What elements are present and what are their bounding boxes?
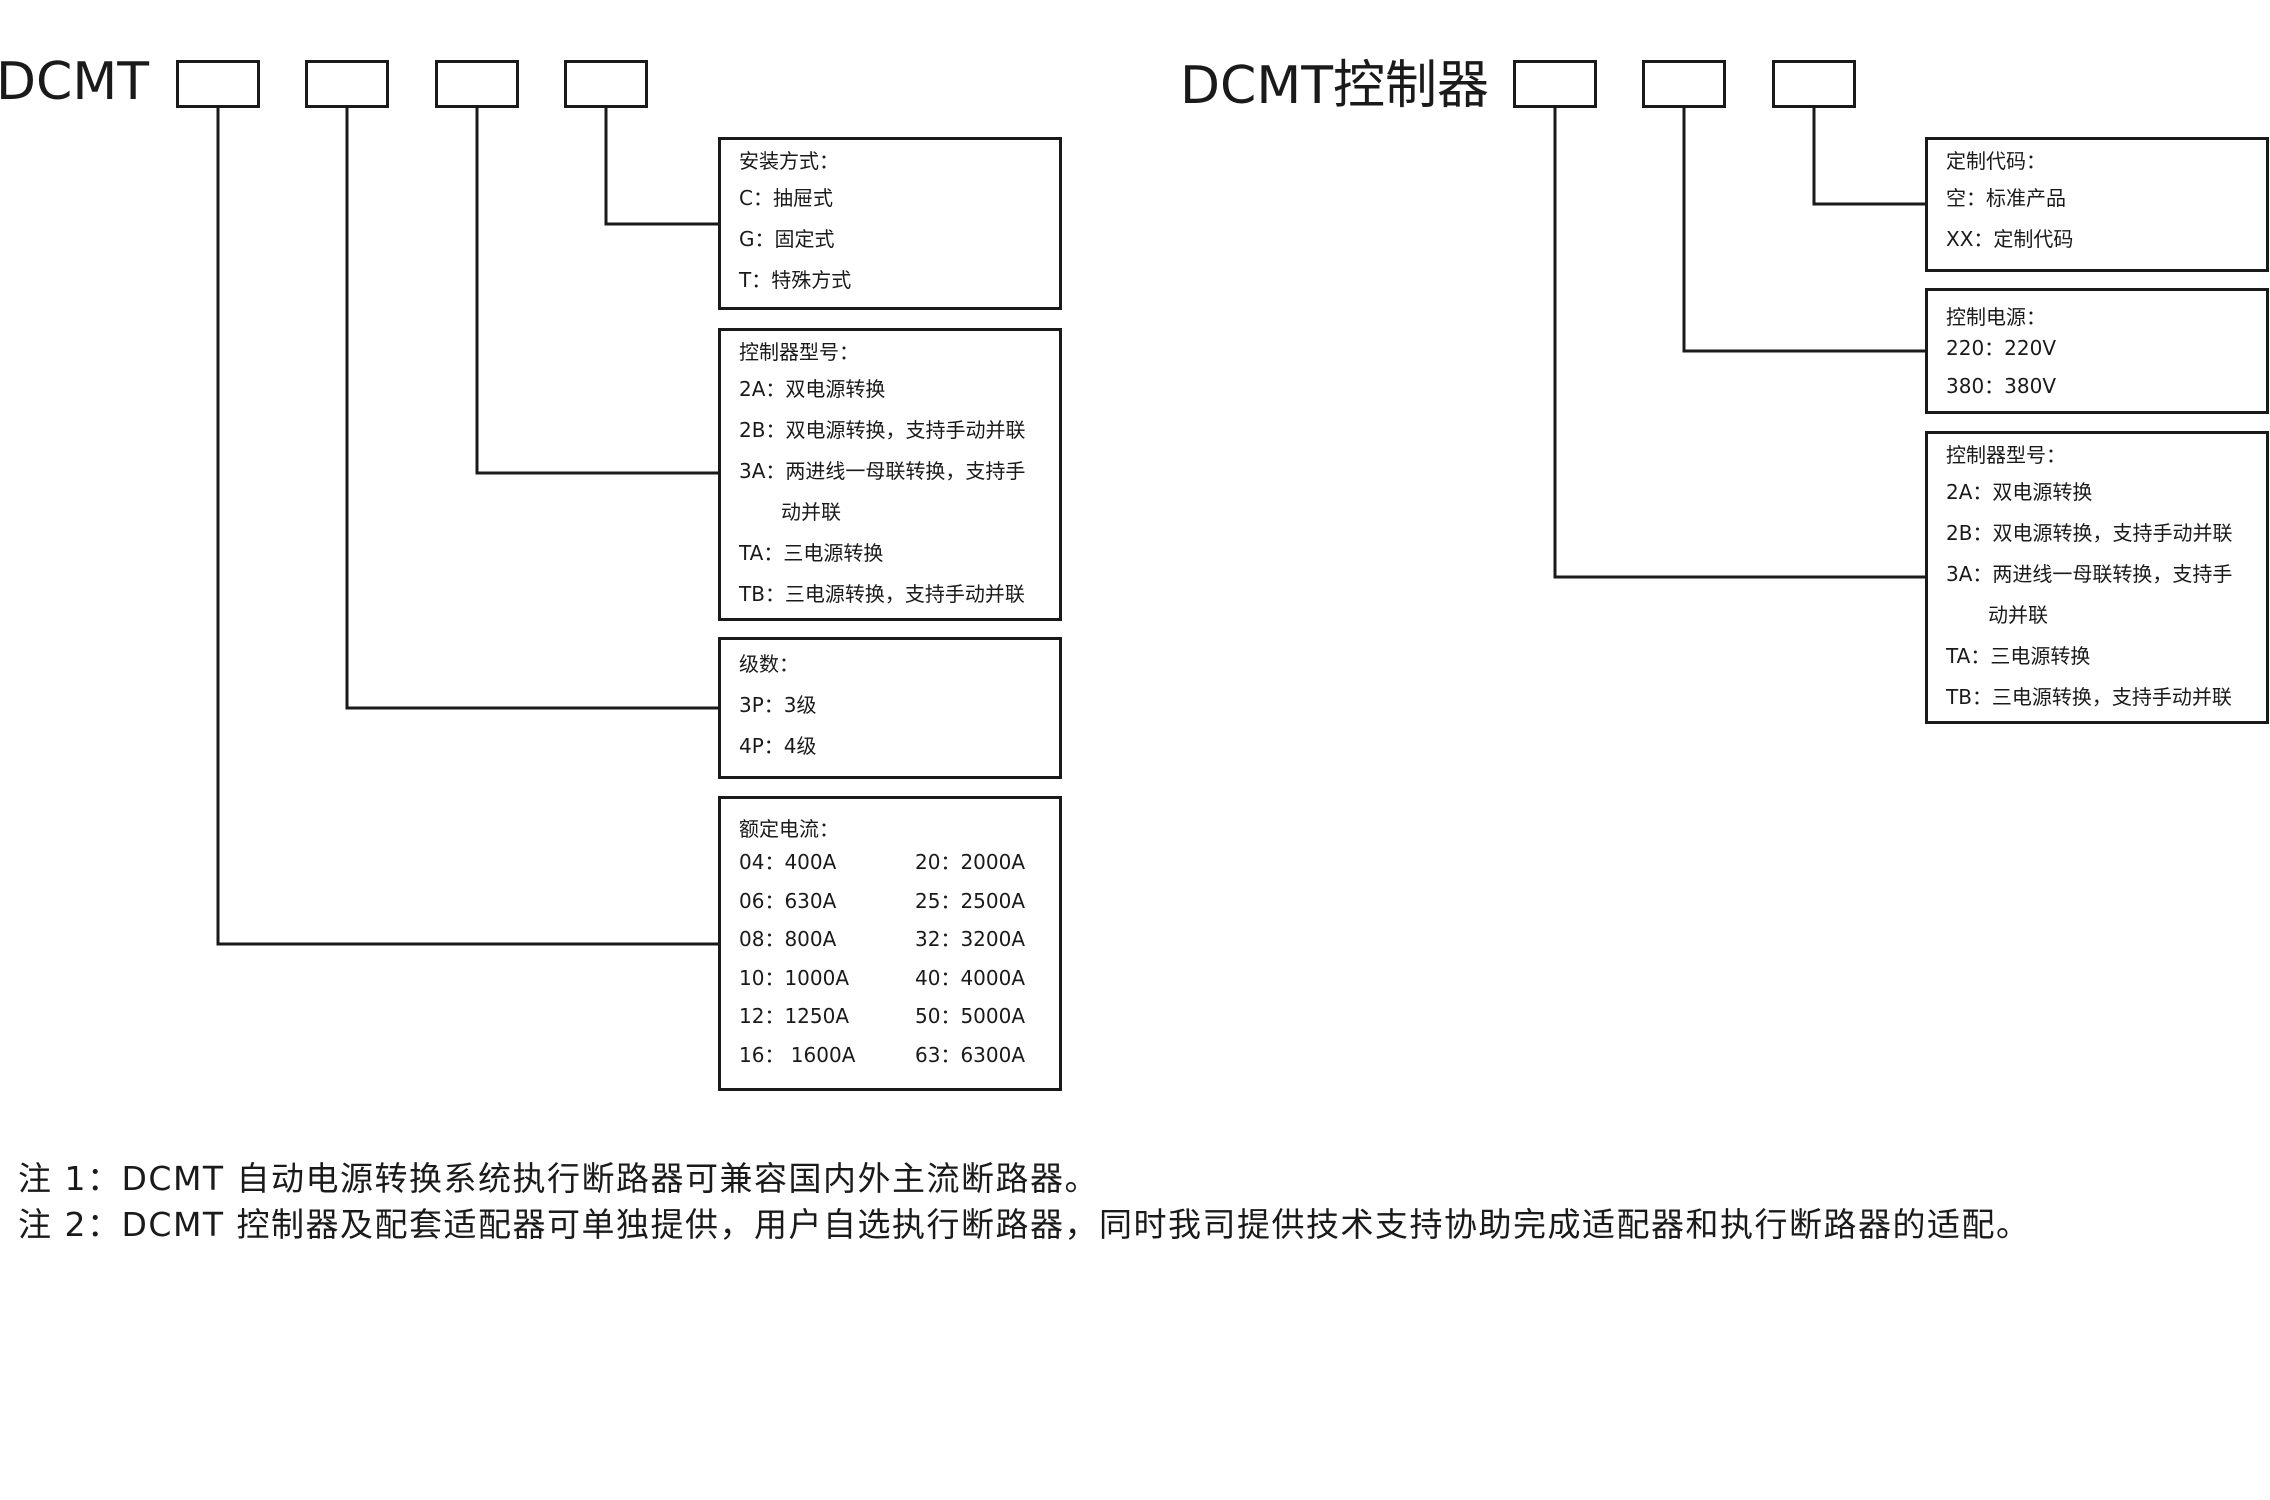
mounting-item: C：抽屉式	[739, 186, 833, 210]
controller-item: 2A：双电源转换	[739, 377, 886, 401]
code-slot-1	[176, 60, 260, 108]
power-box: 控制电源： 220：220V 380：380V	[1925, 288, 2269, 414]
right-controller-item: TB：三电源转换，支持手动并联	[1946, 685, 2232, 709]
connector-mounting	[604, 108, 720, 226]
right-controller-title: 控制器型号：	[1946, 443, 2066, 467]
mounting-title: 安装方式：	[739, 149, 839, 173]
controller-item: 动并联	[781, 500, 841, 524]
current-grid: 04：400A 20：2000A 06：630A 25：2500A 08：800…	[739, 843, 1059, 1075]
current-item: 32：3200A	[915, 927, 1026, 952]
custom-code-box: 定制代码： 空：标准产品 XX：定制代码	[1925, 137, 2269, 272]
controller-item: TB：三电源转换，支持手动并联	[739, 582, 1025, 606]
current-item: 12：1250A	[739, 1004, 850, 1029]
current-item: 06：630A	[739, 888, 837, 913]
controller-item: 3A：两进线一母联转换，支持手	[739, 459, 1026, 483]
custom-code-item: XX：定制代码	[1946, 227, 2074, 251]
notes: 注 1：DCMT 自动电源转换系统执行断路器可兼容国内外主流断路器。 注 2：D…	[18, 1156, 2031, 1248]
left-model-title: DCMT	[0, 52, 149, 112]
power-title: 控制电源：	[1946, 305, 2046, 329]
controller-title: 控制器型号：	[739, 340, 859, 364]
code-slot-4	[564, 60, 648, 108]
right-controller-box: 控制器型号： 2A：双电源转换 2B：双电源转换，支持手动并联 3A：两进线一母…	[1925, 431, 2269, 724]
poles-box: 级数： 3P：3级 4P：4级	[718, 637, 1062, 779]
connector-poles	[345, 108, 720, 710]
poles-item: 3P：3级	[739, 693, 817, 717]
power-item: 380：380V	[1946, 374, 2057, 398]
current-item: 25：2500A	[915, 888, 1026, 913]
right-controller-item: TA：三电源转换	[1946, 644, 2091, 668]
connector-right-custom	[1812, 108, 1927, 206]
right-code-slot-2	[1642, 60, 1726, 108]
controller-box: 控制器型号： 2A：双电源转换 2B：双电源转换，支持手动并联 3A：两进线一母…	[718, 328, 1062, 621]
current-box: 额定电流： 04：400A 20：2000A 06：630A 25：2500A …	[718, 796, 1062, 1091]
current-item: 63：6300A	[915, 1042, 1026, 1067]
power-item: 220：220V	[1946, 336, 2057, 360]
right-controller-item: 3A：两进线一母联转换，支持手	[1946, 562, 2233, 586]
current-item: 40：4000A	[915, 965, 1026, 990]
right-controller-item: 2A：双电源转换	[1946, 480, 2093, 504]
poles-title: 级数：	[739, 652, 799, 676]
current-item: 16： 1600A	[739, 1042, 856, 1067]
poles-item: 4P：4级	[739, 734, 817, 758]
mounting-item: G：固定式	[739, 227, 835, 251]
mounting-item: T：特殊方式	[739, 268, 852, 292]
connector-right-controller	[1553, 108, 1927, 579]
controller-item: TA：三电源转换	[739, 541, 884, 565]
note-2: 注 2：DCMT 控制器及配套适配器可单独提供，用户自选执行断路器，同时我司提供…	[18, 1205, 2031, 1244]
right-controller-item: 2B：双电源转换，支持手动并联	[1946, 521, 2233, 545]
connector-controller	[475, 108, 720, 475]
mounting-box: 安装方式： C：抽屉式 G：固定式 T：特殊方式	[718, 137, 1062, 310]
right-code-slot-3	[1772, 60, 1856, 108]
code-slot-3	[435, 60, 519, 108]
custom-code-title: 定制代码：	[1946, 149, 2046, 173]
code-slot-2	[305, 60, 389, 108]
current-item: 20：2000A	[915, 850, 1026, 874]
right-controller-item: 动并联	[1988, 603, 2048, 627]
connector-current	[216, 108, 720, 946]
current-item: 04：400A	[739, 850, 837, 874]
note-1: 注 1：DCMT 自动电源转换系统执行断路器可兼容国内外主流断路器。	[18, 1159, 1100, 1198]
connector-right-power	[1682, 108, 1927, 353]
right-code-slot-1	[1513, 60, 1597, 108]
current-item: 08：800A	[739, 927, 837, 952]
current-item: 50：5000A	[915, 1004, 1026, 1029]
current-item: 10：1000A	[739, 965, 850, 990]
current-title: 额定电流：	[739, 817, 839, 841]
right-model-title: DCMT控制器	[1180, 56, 1489, 116]
controller-item: 2B：双电源转换，支持手动并联	[739, 418, 1026, 442]
custom-code-item: 空：标准产品	[1946, 186, 2066, 210]
